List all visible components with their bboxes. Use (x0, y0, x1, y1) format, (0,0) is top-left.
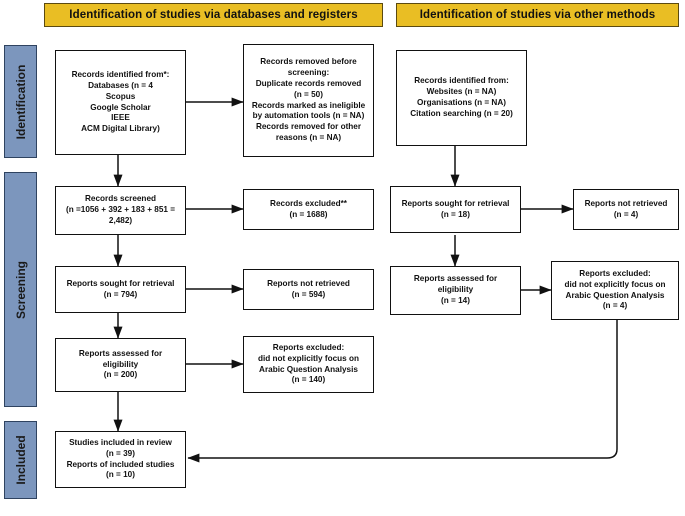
banner-databases-registers: Identification of studies via databases … (44, 3, 383, 27)
reports-not-retrieved-text: Reports not retrieved (n = 594) (267, 278, 350, 299)
records-removed-text: Records removed before screening: Duplic… (251, 57, 366, 142)
stage-screening-label: Screening (13, 260, 28, 319)
reports-assessed-for-eligibility-other-text: Reports assessed for eligibility (n = 14… (413, 274, 498, 305)
records-identified-text: Records identified from*: Databases (n =… (71, 70, 170, 134)
stage-included-label: Included (13, 435, 28, 485)
reports-not-retrieved-other-text: Reports not retrieved (n = 4) (584, 198, 668, 219)
reports-sought-for-retrieval-other-text: Reports sought for retrieval (n = 18) (401, 198, 510, 219)
records-identified-other-box: Records identified from: Websites (n = N… (396, 50, 527, 146)
reports-assessed-for-eligibility-text: Reports assessed for eligibility (n = 20… (78, 348, 163, 380)
reports-not-retrieved-box: Reports not retrieved (n = 594) (243, 269, 374, 310)
records-removed-box: Records removed before screening: Duplic… (243, 44, 374, 157)
records-identified-box: Records identified from*: Databases (n =… (55, 50, 186, 155)
records-excluded-text: Records excluded** (n = 1688) (270, 198, 347, 219)
studies-included-box: Studies included in review (n = 39) Repo… (55, 431, 186, 488)
reports-excluded-other-box: Reports excluded: did not explicitly foc… (551, 261, 679, 320)
records-screened-box: Records screened (n =1056 + 392 + 183 + … (55, 186, 186, 235)
stage-identification-label: Identification (13, 64, 28, 139)
reports-excluded-text: Reports excluded: did not explicitly foc… (258, 342, 359, 385)
banner-other-methods: Identification of studies via other meth… (396, 3, 679, 27)
stage-identification: Identification (4, 45, 37, 158)
records-excluded-box: Records excluded** (n = 1688) (243, 189, 374, 230)
reports-excluded-other-text: Reports excluded: did not explicitly foc… (564, 268, 666, 311)
reports-sought-for-retrieval-other-box: Reports sought for retrieval (n = 18) (390, 186, 521, 233)
reports-assessed-for-eligibility-box: Reports assessed for eligibility (n = 20… (55, 338, 186, 392)
banner-databases-registers-label: Identification of studies via databases … (69, 9, 358, 21)
stage-included: Included (4, 421, 37, 499)
studies-included-text: Studies included in review (n = 39) Repo… (66, 437, 175, 480)
records-screened-text: Records screened (n =1056 + 392 + 183 + … (65, 194, 176, 225)
reports-assessed-for-eligibility-other-box: Reports assessed for eligibility (n = 14… (390, 266, 521, 315)
banner-other-methods-label: Identification of studies via other meth… (419, 9, 656, 21)
reports-excluded-box: Reports excluded: did not explicitly foc… (243, 336, 374, 393)
reports-not-retrieved-other-box: Reports not retrieved (n = 4) (573, 189, 679, 230)
reports-sought-for-retrieval-box: Reports sought for retrieval (n = 794) (55, 266, 186, 313)
reports-sought-for-retrieval-text: Reports sought for retrieval (n = 794) (66, 278, 175, 299)
stage-screening: Screening (4, 172, 37, 407)
records-identified-other-text: Records identified from: Websites (n = N… (410, 76, 513, 118)
